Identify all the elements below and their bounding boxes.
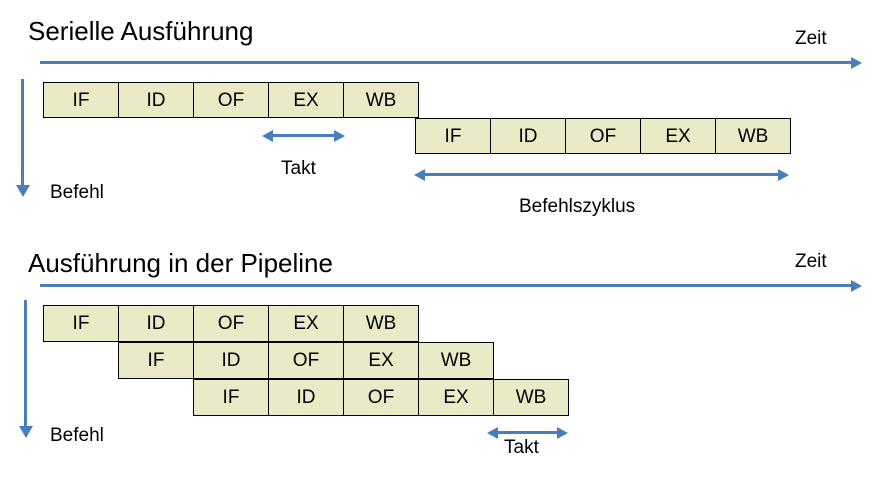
stage-box: IF — [193, 379, 269, 416]
time-axis-label-serial: Zeit — [795, 28, 827, 49]
stage-box: OF — [343, 379, 419, 416]
stage-box: WB — [493, 379, 569, 416]
clock-span-arrowhead-left-serial — [262, 129, 273, 142]
instruction-axis-label-pipeline: Befehl — [50, 425, 104, 446]
stage-box: ID — [118, 305, 194, 342]
section-title-pipeline: Ausführung in der Pipeline — [28, 248, 333, 278]
stage-box: OF — [193, 305, 269, 342]
clock-span-arrowhead-left-pipeline — [487, 426, 498, 439]
stage-box: ID — [118, 82, 194, 118]
clock-label-pipeline: Takt — [504, 437, 539, 458]
cycle-span-arrowhead-right-serial — [778, 168, 789, 181]
stage-box: OF — [193, 82, 269, 118]
stage-box: EX — [268, 82, 344, 118]
instruction-axis-line-serial — [21, 79, 24, 187]
section-title-serial: Serielle Ausführung — [28, 16, 254, 46]
stage-box: EX — [418, 379, 494, 416]
stage-box: WB — [715, 118, 791, 154]
cycle-span-line-serial — [425, 173, 781, 176]
time-axis-arrowhead-pipeline — [851, 279, 862, 292]
clock-span-arrowhead-right-pipeline — [557, 426, 568, 439]
clock-span-line-pipeline — [497, 431, 561, 434]
stage-box: IF — [118, 342, 194, 379]
time-axis-arrowhead-serial — [851, 56, 862, 69]
stage-box: EX — [343, 342, 419, 379]
stage-box: WB — [343, 82, 419, 118]
stage-box: ID — [268, 379, 344, 416]
stage-box: IF — [43, 305, 119, 342]
clock-span-line-serial — [272, 134, 338, 137]
cycle-label-serial: Befehlszyklus — [519, 196, 636, 217]
time-axis-line-serial — [40, 61, 852, 64]
stage-box: WB — [418, 342, 494, 379]
time-axis-label-pipeline: Zeit — [795, 251, 827, 272]
clock-span-arrowhead-right-serial — [334, 129, 345, 142]
stage-box: EX — [268, 305, 344, 342]
stage-box: WB — [343, 305, 419, 342]
stage-box: EX — [640, 118, 716, 154]
clock-label-serial: Takt — [281, 158, 316, 179]
time-axis-line-pipeline — [40, 284, 852, 287]
instruction-axis-label-serial: Befehl — [50, 182, 104, 203]
stage-box: IF — [415, 118, 491, 154]
stage-box: IF — [43, 82, 119, 118]
stage-box: ID — [490, 118, 566, 154]
instruction-axis-arrowhead-serial — [15, 185, 30, 197]
instruction-axis-line-pipeline — [24, 300, 27, 428]
stage-box: ID — [193, 342, 269, 379]
cycle-span-arrowhead-left-serial — [414, 168, 425, 181]
instruction-axis-arrowhead-pipeline — [18, 426, 33, 438]
stage-box: OF — [565, 118, 641, 154]
stage-box: OF — [268, 342, 344, 379]
